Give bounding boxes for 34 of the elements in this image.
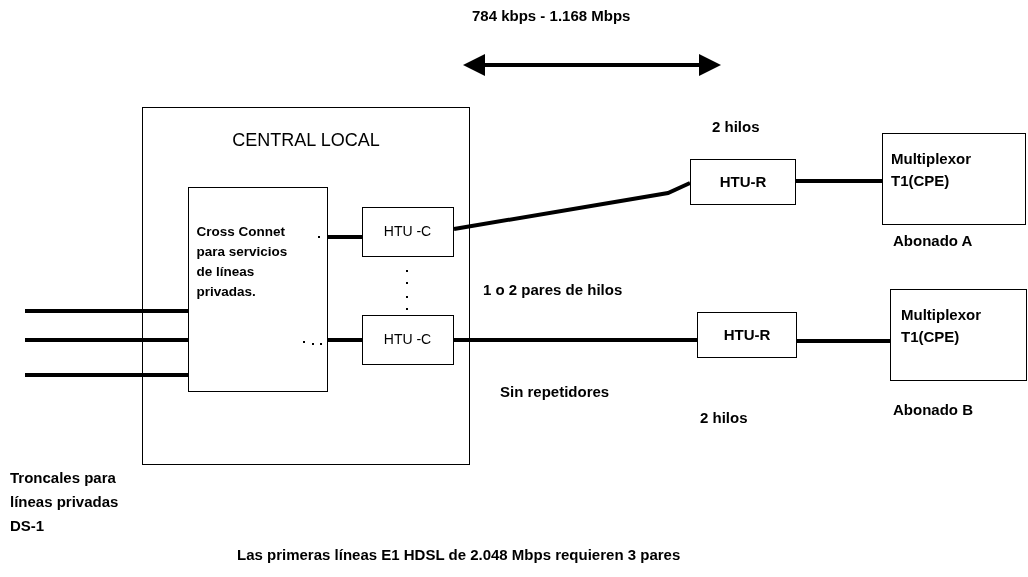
device-box <box>690 159 796 205</box>
device-box <box>361 314 454 365</box>
connection-line <box>797 339 890 343</box>
node-label: Multiplexor T1(CPE) <box>891 149 972 191</box>
device-box <box>187 186 328 392</box>
rate-label: 784 kbps - 1.168 Mbps <box>472 7 631 24</box>
device-box <box>361 206 454 257</box>
node-label: HTU-R <box>722 326 772 343</box>
node-label: CENTRAL LOCAL <box>231 130 381 151</box>
connection-line <box>454 338 697 342</box>
node-label: HTU -C <box>382 222 433 239</box>
exchange-box <box>142 107 470 465</box>
pair-label: 1 o 2 pares de hilos <box>483 281 623 298</box>
connection-line <box>328 338 362 342</box>
connection-line <box>25 309 188 313</box>
trunk-label: Troncales para líneas privadas DS-1 <box>10 468 120 536</box>
node-label: HTU -C <box>382 330 433 347</box>
connection-line <box>328 235 362 239</box>
connection-line <box>453 181 691 231</box>
node-label: Multiplexor T1(CPE) <box>901 305 982 347</box>
node-label: Cross Connet para servicios de líneas privadas. <box>196 222 289 301</box>
node-label: HTU-R <box>718 173 768 190</box>
device-box <box>882 133 1026 225</box>
note-label: Sin repetidores <box>500 383 610 400</box>
subscriber-label: Abonado A <box>893 232 973 249</box>
device-box <box>697 312 797 358</box>
subscriber-label: Abonado B <box>893 401 973 418</box>
wire-label: 2 hilos <box>712 118 760 135</box>
connection-line <box>25 373 188 377</box>
device-box <box>890 289 1027 381</box>
footnote: Las primeras líneas E1 HDSL de 2.048 Mbps requieren 3 pares <box>237 546 681 563</box>
connection-line <box>25 338 188 342</box>
wire-label: 2 hilos <box>700 409 748 426</box>
connection-line <box>796 179 882 183</box>
